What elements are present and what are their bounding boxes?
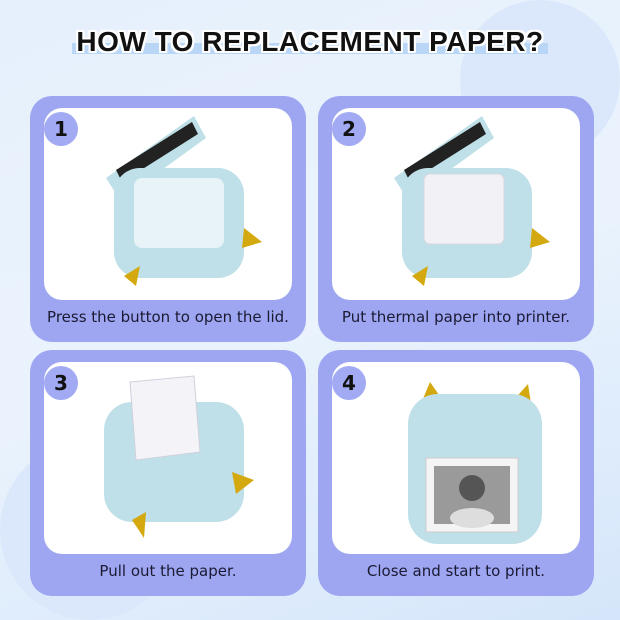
page-title: HOW TO REPLACEMENT PAPER?	[0, 26, 620, 58]
step-card-1: 1 Press the button to open the lid.	[30, 96, 306, 342]
step-image-4	[332, 362, 580, 554]
step-caption: Put thermal paper into printer.	[341, 308, 571, 326]
step-image-1	[44, 108, 292, 300]
step-card-3: 3 Pull out the paper.	[30, 350, 306, 596]
printer-closed-printing-illustration	[408, 382, 542, 544]
step-image-2	[332, 108, 580, 300]
step-image-3	[44, 362, 292, 554]
step-caption: Close and start to print.	[366, 562, 546, 580]
printer-pull-paper-illustration	[104, 375, 254, 538]
printer-paper-insert-illustration	[394, 116, 550, 286]
printer-open-lid-illustration	[106, 116, 262, 286]
step-card-2: 2 Put thermal paper into printer.	[318, 96, 594, 342]
step-card-4: 4 Close and start to print.	[318, 350, 594, 596]
step-number-badge: 3	[44, 366, 78, 400]
step-number-badge: 4	[332, 366, 366, 400]
step-caption: Press the button to open the lid.	[47, 308, 289, 326]
step-number-badge: 2	[332, 112, 366, 146]
step-number-badge: 1	[44, 112, 78, 146]
step-caption: Pull out the paper.	[99, 562, 237, 580]
